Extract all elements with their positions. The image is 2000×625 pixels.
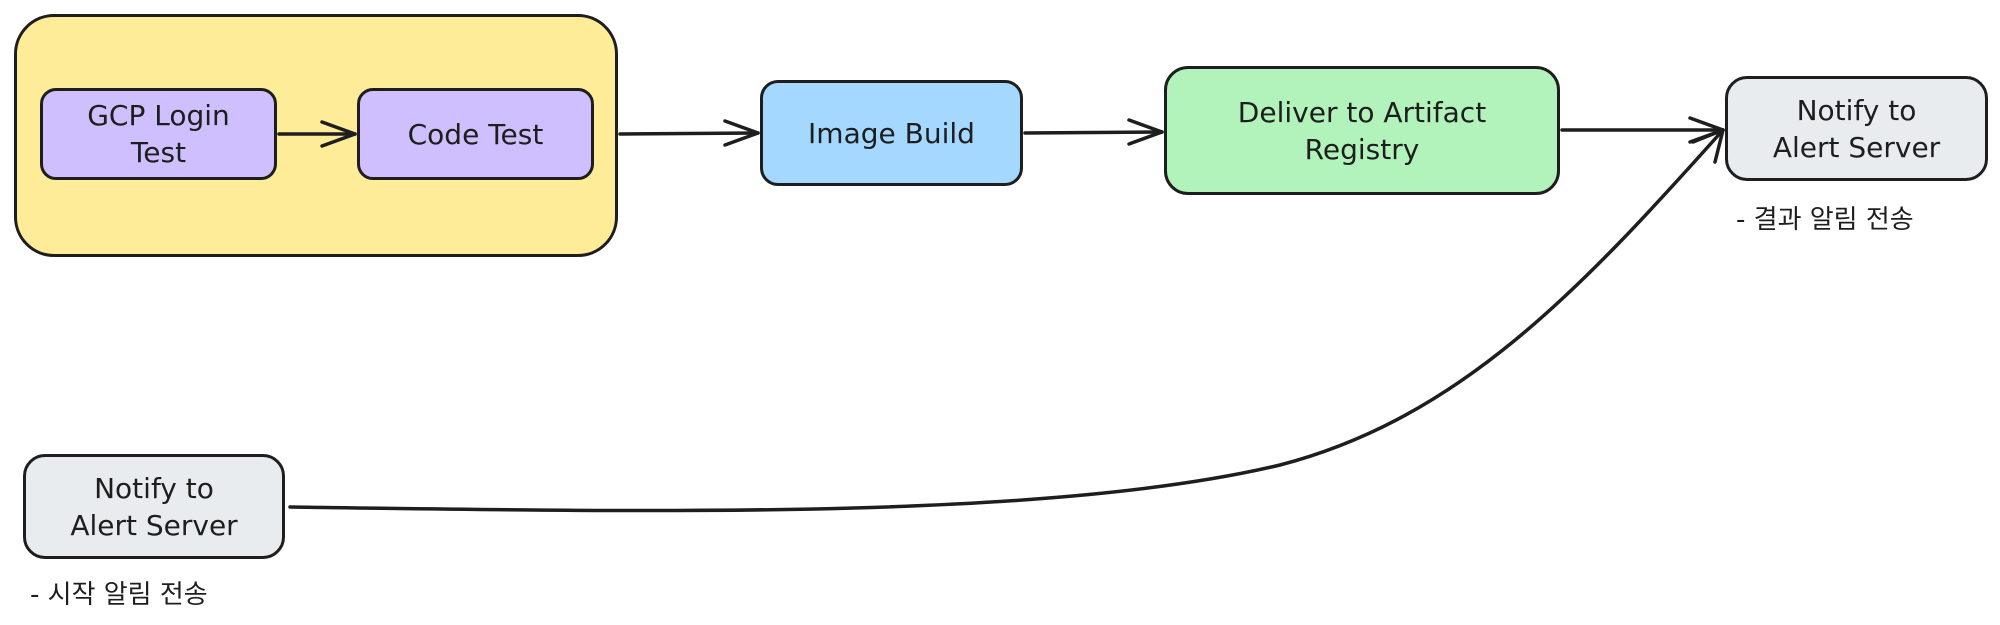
notify-result-label: Notify to Alert Server	[1772, 93, 1941, 164]
start-note: - 시작 알림 전송	[30, 580, 208, 610]
deliver-artifact-registry-label: Deliver to Artifact Registry	[1237, 95, 1487, 166]
notify-start-node: Notify to Alert Server	[23, 454, 285, 559]
arrow-image-build-to-deliver	[1023, 118, 1164, 146]
code-test-label: Code Test	[407, 117, 544, 151]
result-note: - 결과 알림 전송	[1736, 205, 1914, 235]
gcp-login-test-node: GCP Login Test	[40, 88, 277, 180]
arrow-gcp-to-code	[277, 120, 357, 148]
image-build-label: Image Build	[808, 116, 975, 150]
code-test-node: Code Test	[357, 88, 594, 180]
notify-result-node: Notify to Alert Server	[1725, 76, 1988, 181]
arrow-tests-to-image-build	[618, 119, 760, 147]
gcp-login-test-label: GCP Login Test	[87, 99, 230, 169]
arrow-start-notify-curve	[288, 128, 1725, 513]
notify-start-label: Notify to Alert Server	[70, 471, 238, 542]
image-build-node: Image Build	[760, 80, 1023, 186]
deliver-artifact-registry-node: Deliver to Artifact Registry	[1164, 66, 1560, 195]
